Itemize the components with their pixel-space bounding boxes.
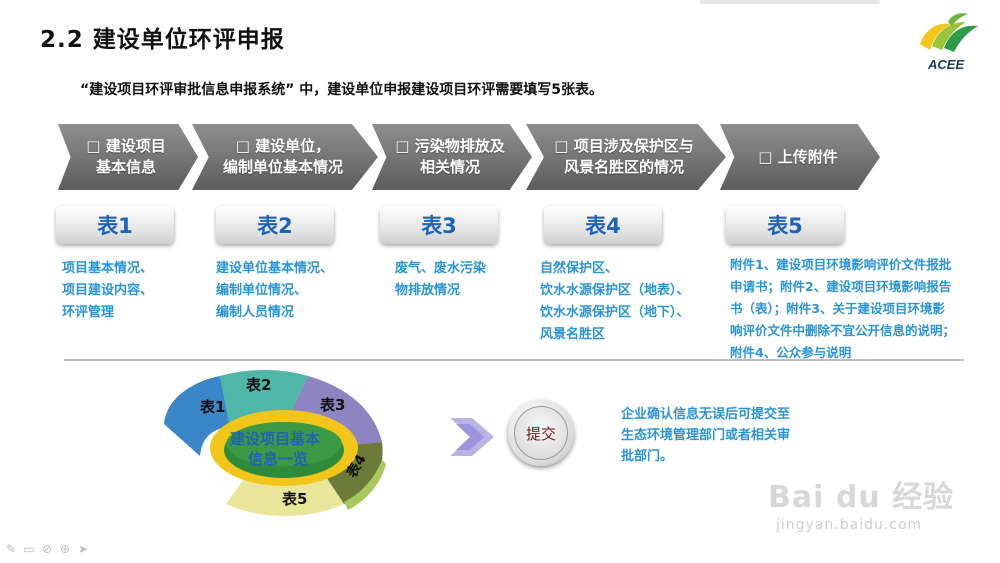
note-line: 生态环境管理部门或者相关审 [621,428,791,443]
desc-line: 建设单位基本情况、 [216,261,334,276]
desc-line: 自然保护区、 [540,261,619,276]
step-1-chevron: □ 建设项目基本信息 [58,124,198,190]
desc-line: 风景名胜区 [540,327,606,342]
segment-label-3: 表3 [320,396,345,414]
pointer-icon[interactable]: ➤ [77,542,89,556]
note-line: 批部门。 [621,449,674,464]
step-3-chevron: □ 污染物排放及相关情况 [372,124,532,190]
table-4-description: 自然保护区、 饮水水源保护区（地表）、 饮水水源保护区（地下）、 风景名胜区 [540,258,690,346]
desc-line: 环评管理 [62,305,115,320]
highlighter-icon[interactable]: ⊘ [41,542,53,556]
ring-core-shade [226,422,342,466]
step-2-line2: 编制单位基本情况 [222,158,343,176]
step-5-chevron: □ 上传附件 [720,124,880,190]
submit-note: 企业确认信息无误后可提交至 生态环境管理部门或者相关审 批部门。 [621,404,790,467]
desc-line: 编制单位情况、 [216,283,308,298]
slide-icon[interactable]: ▭ [23,542,35,556]
baidu-watermark-url: jingyan.baidu.com [776,517,923,533]
desc-line: 申请书；附件2、建设项目环境影响报告 [730,279,952,294]
zoom-icon[interactable]: ⊕ [59,542,71,556]
ring-segment-green [344,460,386,510]
table-5-description: 附件1、建设项目环境影响评价文件报批 申请书；附件2、建设项目环境影响报告 书（… [730,254,955,364]
segment-label-5: 表5 [282,490,307,508]
overview-ring-diagram: 表1 表2 表3 表4 表5 建设项目基本 信息一览 [164,370,386,516]
desc-line: 废气、废水污染 [395,261,487,276]
core-label-line2: 信息一览 [248,450,308,468]
step-3-line1: □ 污染物排放及 [395,137,505,155]
table-3-badge: 表3 [380,206,498,244]
desc-line: 物排放情况 [395,283,461,298]
top-bar [700,0,880,4]
desc-line: 响评价文件中删除不宜公开信息的说明； [730,323,956,338]
note-line: 企业确认信息无误后可提交至 [621,407,791,422]
step-1-line2: 基本信息 [95,158,156,176]
step-4-chevron: □ 项目涉及保护区与风景名胜区的情况 [526,124,726,190]
submit-button[interactable]: 提交 [514,406,568,460]
page-title: 2.2 建设单位环评申报 [40,27,285,53]
table-2-description: 建设单位基本情况、 编制单位情况、 编制人员情况 [216,258,333,324]
forward-arrow-icon [450,418,494,456]
desc-line: 附件1、建设项目环境影响评价文件报批 [730,257,952,272]
section-divider [64,359,964,361]
slideshow-toolbar: ✎ ▭ ⊘ ⊕ ➤ [4,542,90,558]
step-4-line1: □ 项目涉及保护区与 [554,137,694,155]
segment-label-1: 表1 [200,398,225,416]
core-label-line1: 建设项目基本 [230,430,320,448]
logo-text: ACEE [928,57,965,72]
segment-label-2: 表2 [246,376,271,394]
step-2-chevron: □ 建设单位， 编制单位基本情况 [192,124,378,190]
desc-line: 饮水水源保护区（地表）、 [540,283,690,298]
table-1-description: 项目基本情况、 项目建设内容、 环评管理 [62,258,153,324]
step-3-line2: 相关情况 [419,158,480,176]
table-2-badge: 表2 [216,206,334,244]
desc-line: 附件4、公众参与说明 [730,345,852,360]
pen-icon[interactable]: ✎ [5,542,17,556]
desc-line: 编制人员情况 [216,305,295,320]
acee-logo-icon [912,10,988,74]
table-5-badge: 表5 [726,206,844,244]
table-1-badge: 表1 [56,206,174,244]
desc-line: 饮水水源保护区（地下）、 [540,305,690,320]
table-3-description: 废气、废水污染 物排放情况 [395,258,486,302]
baidu-watermark: Bai du 经验 [768,480,955,515]
step-5-line1: □ 上传附件 [758,147,838,166]
ring-segment-1 [164,376,230,456]
desc-line: 书（表）；附件3、关于建设项目环境影 [730,301,945,316]
table-4-badge: 表4 [544,206,662,244]
step-2-line1: □ 建设单位， [235,137,331,155]
desc-line: 项目基本情况、 [62,261,154,276]
desc-line: 项目建设内容、 [62,283,154,298]
intro-text: “建设项目环评审批信息申报系统” 中，建设单位申报建设项目环评需要填写5张表。 [80,82,604,98]
step-1-line1: □ 建设项目 [86,137,166,155]
step-4-line2: 风景名胜区的情况 [563,158,684,176]
